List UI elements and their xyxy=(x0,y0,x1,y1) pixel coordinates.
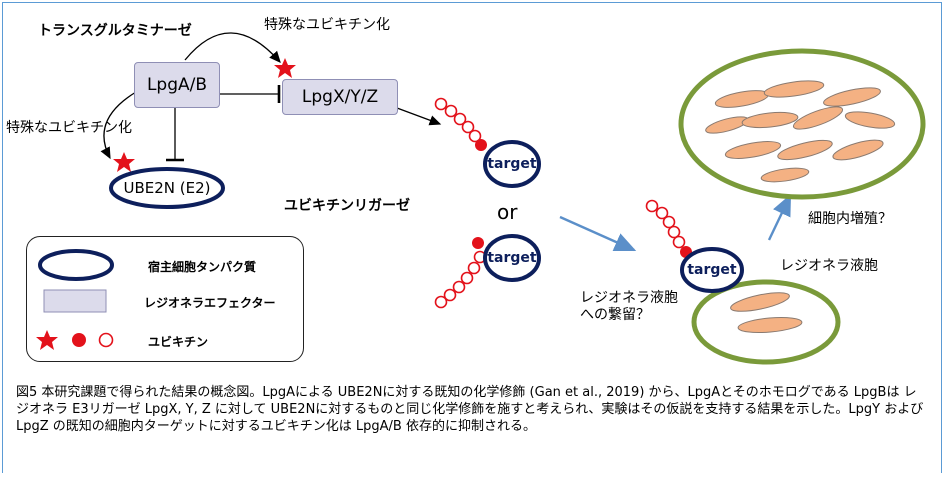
legend-box xyxy=(26,236,304,362)
legend-ubiquitin-label: ユビキチン xyxy=(148,335,209,349)
target-label-tethered: target xyxy=(687,262,737,278)
legend-host-label: 宿主細胞タンパク質 xyxy=(148,260,257,274)
ube2n-label: UBE2N (E2) xyxy=(123,179,211,197)
bacteria-cluster-small xyxy=(730,292,803,334)
legend-effector-label: レジオネラエフェクター xyxy=(144,296,276,310)
transglutaminase-label: トランスグルタミナーゼ xyxy=(38,23,192,39)
target-label-bottom: target xyxy=(487,250,537,266)
bacteria-cluster-large xyxy=(705,80,896,183)
target-ellipse-bottom xyxy=(483,234,541,282)
modification-arrow-top xyxy=(184,32,281,63)
target-ellipse-tethered xyxy=(680,247,744,293)
legend-filled-circle-icon xyxy=(72,333,86,347)
tethering-label: レジオネラ液胞 への繋留？ xyxy=(580,290,678,323)
legend-effector-symbol xyxy=(43,289,107,313)
ubiquitin-star-lpgx xyxy=(274,58,296,78)
special-ubiquitination-label-left: 特殊なユビキチン化 xyxy=(6,120,132,136)
legend-host-symbol xyxy=(38,249,114,281)
ubiquitin-chain-bottom xyxy=(434,237,487,309)
lpgab-box: LpgA/B xyxy=(134,62,220,108)
legend-open-circle-icon xyxy=(98,332,114,348)
proliferation-label: 細胞内増殖？ xyxy=(808,211,892,227)
ubiquitin-chain-top xyxy=(434,97,487,151)
special-ubiquitination-label-top: 特殊なユビキチン化 xyxy=(264,17,390,33)
ubiquitin-star-ube2n xyxy=(113,152,135,172)
modification-arrow-left xyxy=(100,91,137,160)
ube2n-ellipse xyxy=(109,167,225,209)
or-label: or xyxy=(497,200,518,224)
target-ellipse-top xyxy=(483,140,541,188)
lpgxyz-box: LpgX/Y/Z xyxy=(282,79,398,115)
figure-caption: 図5 本研究課題で得られた結果の概念図。LpgAによる UBE2Nに対する既知の… xyxy=(16,384,926,435)
ligase-arrow xyxy=(396,107,442,126)
target-label-top: target xyxy=(487,156,537,172)
vacuole-label: レジオネラ液胞 xyxy=(780,258,878,274)
ubiquitin-chain-tethered xyxy=(645,199,692,258)
proliferation-arrow xyxy=(767,193,792,241)
tether-arrow xyxy=(559,215,637,252)
legend-star-icon xyxy=(36,330,58,350)
caption-text: 図5 本研究課題で得られた結果の概念図。LpgAによる UBE2Nに対する既知の… xyxy=(16,385,924,434)
ub-ligase-label: ユビキチンリガーゼ xyxy=(284,198,410,214)
